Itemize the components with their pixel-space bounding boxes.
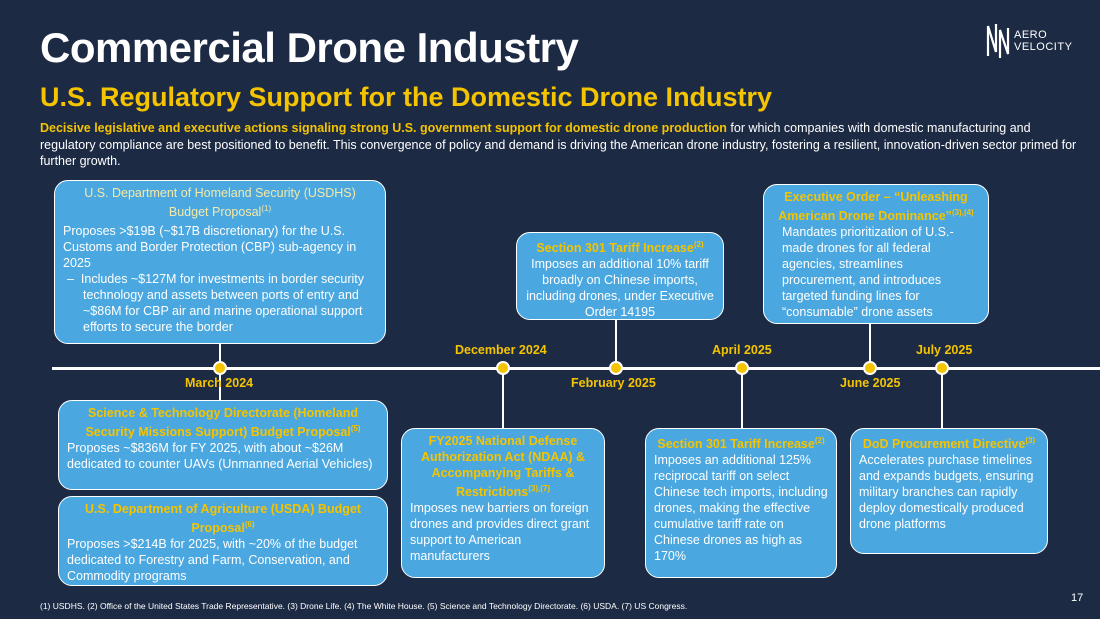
card-bullet: – Includes ~$127M for investments in bor…	[67, 272, 365, 335]
connector-s301-feb	[615, 320, 617, 364]
timeline-axis	[52, 367, 1100, 370]
date-december-2024: December 2024	[455, 343, 547, 357]
timeline-dot-july-2025	[935, 361, 949, 375]
timeline-dot-june-2025	[863, 361, 877, 375]
card-st-directorate: Science & Technology Directorate (Homela…	[58, 400, 388, 490]
card-section-301-feb: Section 301 Tariff Increase(2) Imposes a…	[516, 232, 724, 320]
card-executive-order: Executive Order – “Unleashing American D…	[763, 184, 989, 324]
timeline-dot-december-2024	[496, 361, 510, 375]
card-section-301-apr: Section 301 Tariff Increase(2) Imposes a…	[645, 428, 837, 578]
card-body: Imposes an additional 10% tariff broadly…	[526, 257, 714, 320]
card-body: Accelerates purchase timelines and expan…	[859, 453, 1034, 532]
connector-ndaa	[502, 372, 504, 428]
logo-wordmark: AERO VELOCITY	[1014, 29, 1072, 53]
card-title: Executive Order – “Unleashing American D…	[778, 190, 974, 224]
intro-paragraph: Decisive legislative and executive actio…	[40, 120, 1085, 170]
card-ndaa: FY2025 National Defense Authorization Ac…	[401, 428, 605, 578]
page-number: 17	[1071, 592, 1084, 604]
page-title: Commercial Drone Industry	[40, 24, 579, 71]
card-usda-budget: U.S. Department of Agriculture (USDA) Bu…	[58, 496, 388, 586]
timeline-dot-february-2025	[609, 361, 623, 375]
date-july-2025: July 2025	[916, 343, 973, 357]
logo-line-1: AERO	[1014, 29, 1048, 41]
card-body: Imposes an additional 125% reciprocal ta…	[654, 453, 828, 564]
card-dod-directive: DoD Procurement Directive(3) Accelerates…	[850, 428, 1048, 554]
card-body: Proposes ~$836M for FY 2025, with about …	[67, 441, 373, 472]
date-april-2025: April 2025	[712, 343, 772, 357]
card-title: Section 301 Tariff Increase(2)	[536, 240, 704, 256]
card-title: U.S. Department of Agriculture (USDA) Bu…	[85, 502, 361, 536]
date-march-2024: March 2024	[185, 376, 254, 390]
logo-line-2: VELOCITY	[1014, 41, 1073, 53]
footnote-sources: (1) USDHS. (2) Office of the United Stat…	[40, 601, 688, 611]
date-february-2025: February 2025	[571, 376, 656, 390]
card-title: FY2025 National Defense Authorization Ac…	[420, 434, 586, 500]
timeline-dot-march-2024	[213, 361, 227, 375]
connector-dod	[941, 372, 943, 428]
card-title: DoD Procurement Directive(3)	[862, 436, 1036, 452]
aero-velocity-logo-icon	[986, 24, 1010, 58]
connector-exec-order	[869, 324, 871, 364]
card-body: Proposes >$19B (~$17B discretionary) for…	[63, 224, 357, 271]
card-title: Science & Technology Directorate (Homela…	[85, 406, 361, 440]
card-dhs-budget: U.S. Department of Homeland Security (US…	[54, 180, 386, 344]
card-body: Mandates prioritization of U.S.-made dro…	[782, 225, 954, 320]
date-june-2025: June 2025	[840, 376, 901, 390]
intro-rest: for which companies with domestic manufa…	[40, 121, 1077, 168]
timeline-dot-april-2025	[735, 361, 749, 375]
card-title: U.S. Department of Homeland Security (US…	[84, 186, 356, 220]
page-subtitle: U.S. Regulatory Support for the Domestic…	[40, 82, 773, 112]
connector-dhs	[219, 344, 221, 364]
intro-highlight: Decisive legislative and executive actio…	[40, 121, 727, 135]
card-title: Section 301 Tariff Increase(2)	[657, 436, 825, 452]
company-logo: AERO VELOCITY	[986, 20, 1086, 62]
connector-st-directorate	[219, 372, 221, 400]
card-body: Proposes >$214B for 2025, with ~20% of t…	[67, 537, 358, 584]
connector-s301-apr	[741, 372, 743, 428]
card-body: Imposes new barriers on foreign drones a…	[410, 501, 590, 564]
